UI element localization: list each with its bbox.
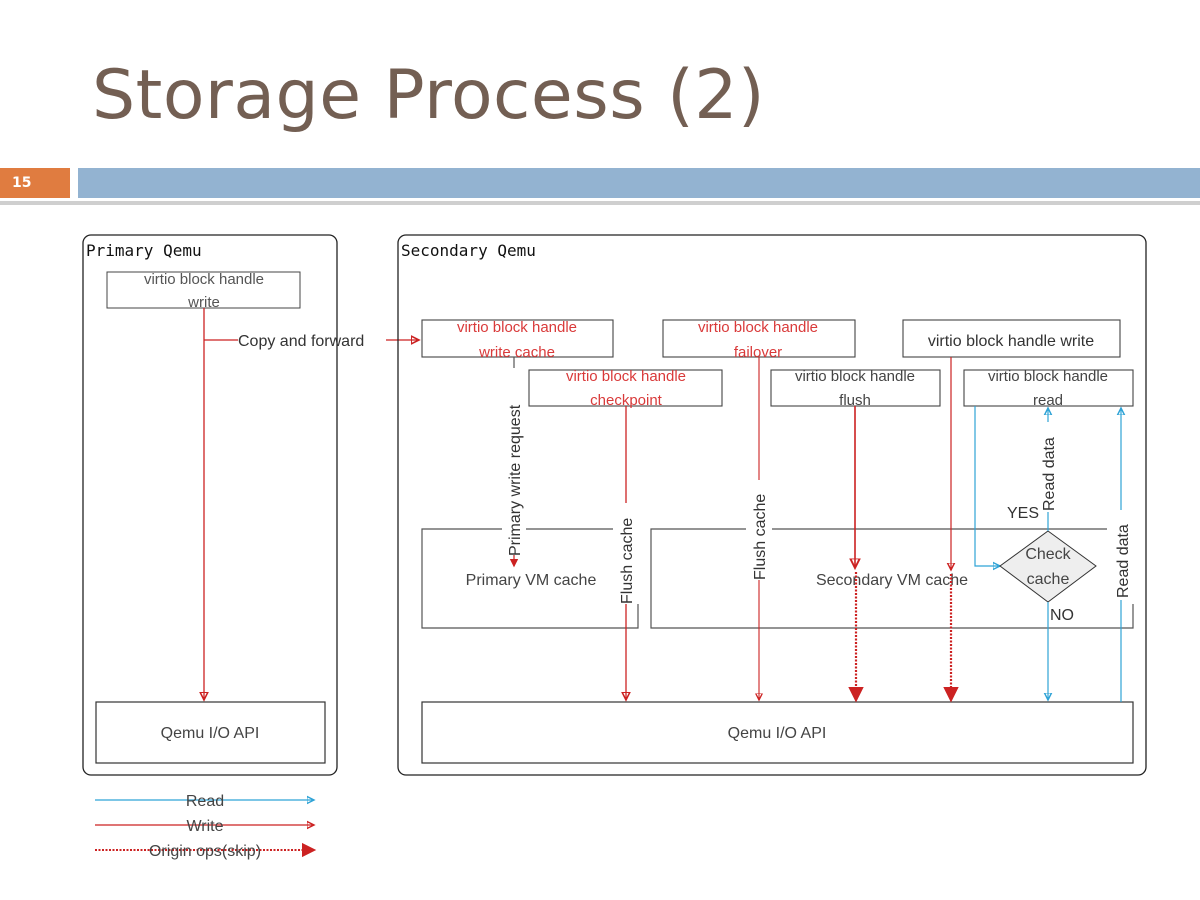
secondary-handle-write-box: virtio block handle write <box>902 319 1121 358</box>
secondary-io-api-label: Qemu I/O API <box>728 725 827 742</box>
read-box: virtio block handle read <box>963 368 1134 409</box>
read-line1: virtio block handle <box>988 368 1108 385</box>
read-data-label-1: Read data <box>1041 437 1058 511</box>
primary-handle-write-box: virtio block handle write <box>106 271 301 311</box>
secondary-qemu-label: Secondary Qemu <box>401 241 536 260</box>
secondary-vm-cache-label: Secondary VM cache <box>816 572 968 589</box>
failover-line1: virtio block handle <box>698 319 818 336</box>
no-label: NO <box>1050 607 1074 624</box>
checkpoint-line2: checkpoint <box>590 392 663 409</box>
flush-cache-label-2: Flush cache <box>752 494 769 580</box>
flush-line2: flush <box>839 392 871 409</box>
primary-io-api-label: Qemu I/O API <box>161 725 260 742</box>
secondary-io-api-box: Qemu I/O API <box>421 701 1134 764</box>
secondary-vm-cache-box: Secondary VM cache <box>650 528 1134 629</box>
primary-io-api-box: Qemu I/O API <box>95 701 326 764</box>
read-data-label-bg-1 <box>1040 422 1056 512</box>
slide-title: Storage Process (2) <box>92 56 766 135</box>
check-cache-line2: cache <box>1027 571 1070 588</box>
copy-forward-label: Copy and forward <box>238 333 364 350</box>
legend-read-label: Read <box>186 793 224 810</box>
secondary-qemu-container: Secondary Qemu <box>397 234 1147 776</box>
flush-cache-label-1: Flush cache <box>619 518 636 604</box>
write-cache-box: virtio block handle write cache <box>421 319 614 361</box>
read-data-label-2: Read data <box>1115 524 1132 598</box>
read-line2: read <box>1033 392 1063 409</box>
primary-handle-write-line1: virtio block handle <box>144 271 264 288</box>
check-cache-line1: Check <box>1025 546 1071 563</box>
flush-box: virtio block handle flush <box>770 368 941 409</box>
header-bar <box>78 168 1200 198</box>
failover-line2: failover <box>734 344 782 361</box>
header-gap <box>70 168 78 198</box>
primary-write-request-label: Primary write request <box>507 404 524 556</box>
secondary-handle-write-label: virtio block handle write <box>928 333 1094 350</box>
write-cache-line1: virtio block handle <box>457 319 577 336</box>
flush-line1: virtio block handle <box>795 368 915 385</box>
failover-box: virtio block handle failover <box>662 319 856 361</box>
checkpoint-box: virtio block handle checkpoint <box>528 368 723 409</box>
legend-origin-label: Origin ops(skip) <box>149 843 261 860</box>
primary-handle-write-line2: write <box>187 294 220 311</box>
slide-number: 15 <box>0 168 70 198</box>
checkpoint-line1: virtio block handle <box>566 368 686 385</box>
header-rule <box>0 201 1200 205</box>
read-to-check-line <box>974 406 1000 566</box>
primary-qemu-container: Primary Qemu <box>82 234 338 776</box>
primary-vm-cache-label: Primary VM cache <box>466 572 597 589</box>
legend-write-label: Write <box>186 818 223 835</box>
write-cache-line2: write cache <box>478 344 555 361</box>
yes-label: YES <box>1007 505 1039 522</box>
primary-qemu-label: Primary Qemu <box>86 241 202 260</box>
primary-vm-cache-box: Primary VM cache <box>421 528 639 629</box>
read-data-label-bg-2 <box>1113 510 1129 600</box>
legend: Read Write Origin ops(skip) <box>95 793 314 860</box>
check-cache-diamond <box>999 530 1097 603</box>
